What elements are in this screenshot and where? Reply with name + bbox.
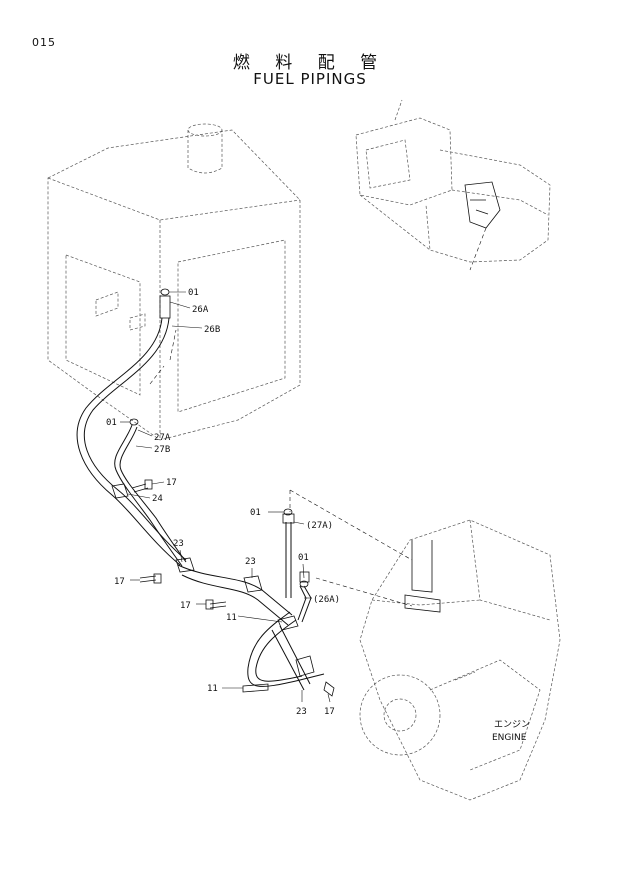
callout-11-a: 11 [226, 613, 237, 623]
callout-01-b: 01 [106, 418, 117, 428]
callout-01-d: 01 [298, 553, 309, 563]
page-number: 015 [32, 36, 56, 49]
engine-outline [359, 519, 561, 801]
callout-26a-top: 26A [192, 305, 209, 315]
callout-17-b: 17 [114, 577, 125, 587]
callout-26b: 26B [204, 325, 220, 335]
fuel-tank-outline [47, 123, 301, 441]
callout-27b: 27B [154, 445, 170, 455]
callout-26a-paren: (26A) [313, 595, 340, 605]
callout-01-c: 01 [250, 508, 261, 518]
callout-01-a: 01 [188, 288, 199, 298]
callout-17-d: 17 [324, 707, 335, 717]
pipe-short-26a [297, 571, 312, 623]
callout-24: 24 [152, 494, 163, 504]
title-english: FUEL PIPINGS [253, 70, 367, 88]
engine-label-japanese: エンジン [494, 720, 530, 730]
callout-23-c: 23 [296, 707, 307, 717]
callout-labels: 01 26A 26B 01 27A 27B 17 24 01 (27A) 23 … [106, 288, 340, 717]
callout-23-b: 23 [245, 557, 256, 567]
callout-27a-paren: (27A) [306, 521, 333, 531]
hose-27b [114, 424, 187, 567]
callout-17-c: 17 [180, 601, 191, 611]
pipe-vertical-27a [282, 513, 295, 598]
callout-27a-left: 27A [154, 433, 171, 443]
bolts-17 [131, 479, 335, 697]
engine-label-english: ENGINE [492, 733, 527, 743]
title-japanese: 燃 料 配 管 [232, 53, 388, 73]
pipe-main-run [177, 564, 325, 693]
callout-17-a: 17 [166, 478, 177, 488]
clamps [111, 483, 315, 677]
hose-26b [76, 295, 187, 566]
excavator-inset [355, 99, 551, 263]
callout-23-a: 23 [173, 539, 184, 549]
callout-11-b: 11 [207, 684, 218, 694]
leader-lines [120, 227, 487, 703]
